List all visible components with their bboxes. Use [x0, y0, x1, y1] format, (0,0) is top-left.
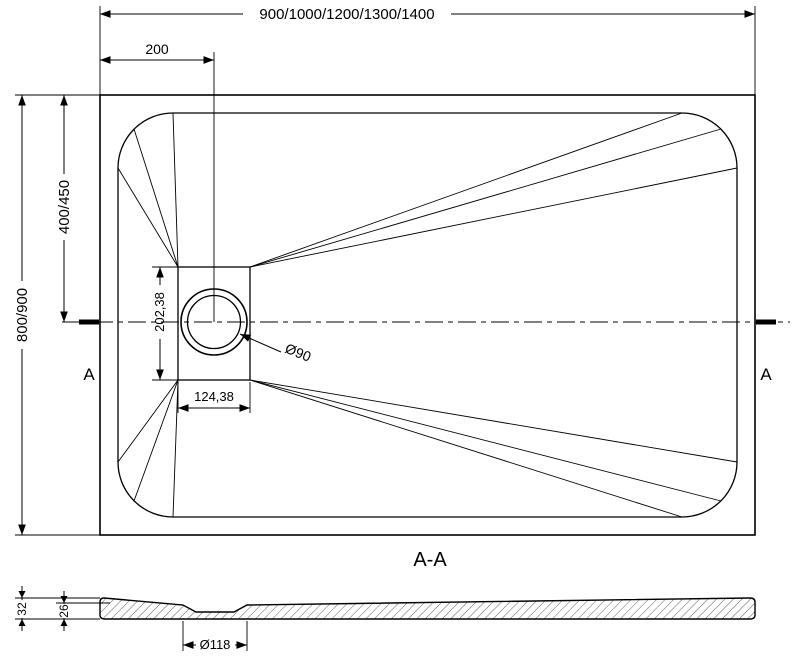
- dim-drain-box-width: 124,38: [177, 382, 251, 413]
- section-title: A-A: [413, 549, 447, 571]
- dim-section-inner-height-label: 26: [57, 604, 71, 618]
- dim-overall-height: 800/900: [14, 94, 100, 536]
- tray-outer-edge: [99, 94, 756, 536]
- section-cut-line: A A: [62, 319, 790, 384]
- dim-drain-box-height: 202,38: [152, 266, 178, 381]
- dim-overall-height-label: 800/900: [14, 288, 31, 342]
- dim-drain-box-height-label: 202,38: [152, 292, 167, 332]
- slope-crease-lines: [117, 112, 738, 518]
- dim-section-inner-height: 26: [56, 591, 110, 631]
- dim-overall-width-label: 900/1000/1200/1300/1400: [259, 6, 434, 23]
- dim-section-total-height-label: 32: [15, 602, 29, 616]
- dim-drain-recess-label: Ø118: [200, 637, 231, 652]
- dim-drain-offset-label: 200: [145, 41, 169, 57]
- dim-drain-recess: Ø118: [182, 621, 248, 652]
- tray-section-profile: [99, 597, 756, 620]
- dim-drain-box-width-label: 124,38: [194, 389, 234, 404]
- dim-half-height-label: 400/450: [56, 180, 73, 234]
- dim-overall-width: 900/1000/1200/1300/1400: [99, 6, 756, 95]
- dim-drain-offset: 200: [100, 41, 215, 322]
- tray-inner-edge: [117, 112, 738, 518]
- section-letter-right: A: [760, 365, 772, 384]
- dim-half-height: 400/450: [56, 95, 73, 322]
- plan-view: A A 900/1000/1200/1300/1400 200: [14, 6, 790, 536]
- section-view: A-A 32 26: [15, 549, 756, 652]
- dim-section-total-height: 32: [15, 586, 100, 631]
- section-letter-left: A: [83, 365, 95, 384]
